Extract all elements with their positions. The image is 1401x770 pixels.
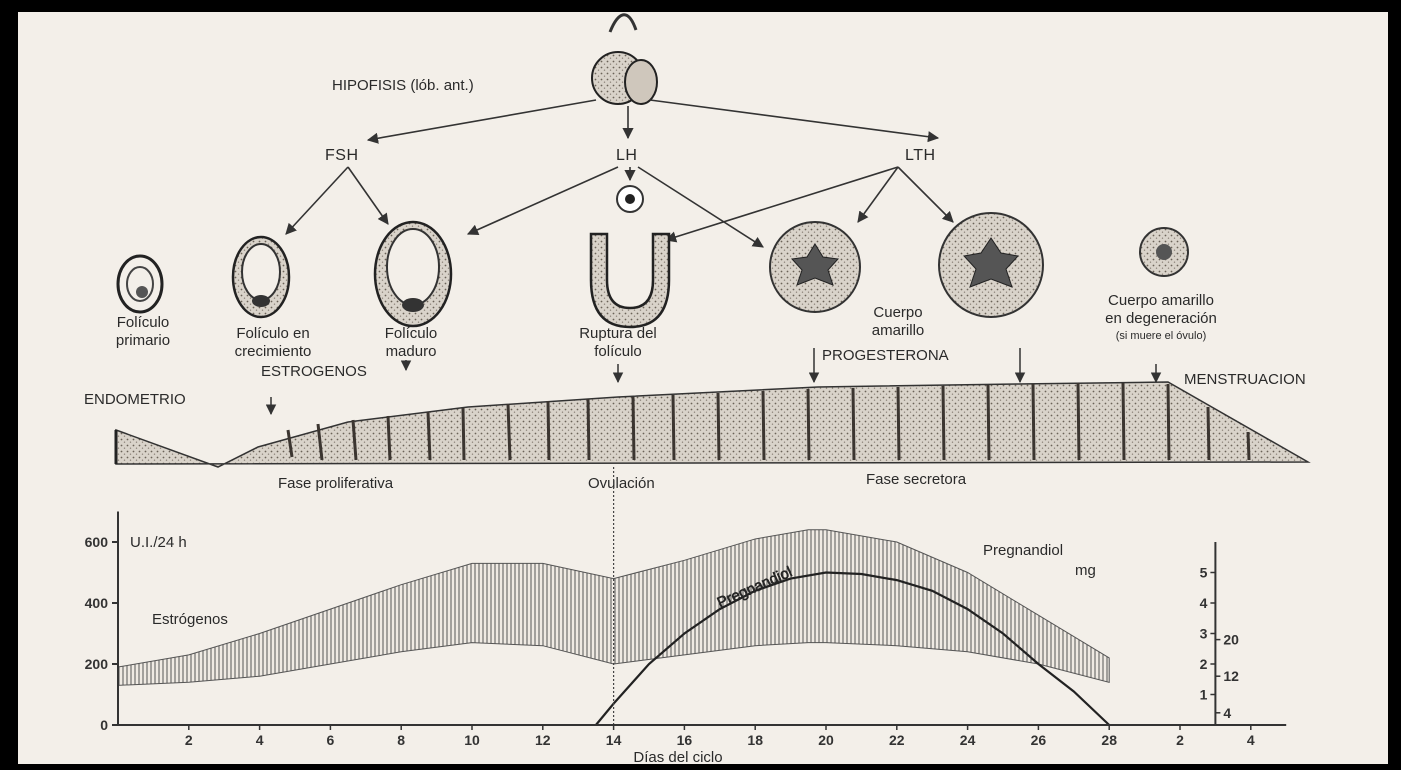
- stage-rupture-line2: folículo: [594, 343, 642, 360]
- follicle-growing-icon: [233, 237, 289, 317]
- right-inner-tick-label: 4: [1223, 705, 1231, 721]
- left-tick-label: 0: [100, 717, 108, 733]
- x-tick-label: 12: [535, 732, 551, 748]
- right-tick-label: 4: [1200, 595, 1208, 611]
- hypophysis-icon: [592, 15, 657, 104]
- x-tick-label: 18: [747, 732, 763, 748]
- hypophysis-arrows: [286, 100, 953, 247]
- left-axis-unit: U.I./24 h: [130, 534, 187, 551]
- x-tick-label: 20: [818, 732, 834, 748]
- stage-degeneration-line2: en degeneración: [1105, 310, 1217, 327]
- endometrium-band: [116, 382, 1308, 467]
- corpus-luteum-degenerating-icon: [1140, 228, 1188, 276]
- right-tick-label: 5: [1200, 565, 1208, 581]
- right-axis-title-line2: mg: [1075, 562, 1096, 579]
- hypophysis-label: HIPOFISIS (lób. ant.): [332, 77, 474, 94]
- stage-mature-line1: Folículo: [385, 325, 438, 342]
- x-axis-title: Días del ciclo: [633, 749, 722, 764]
- estrogens-series-label: Estrógenos: [152, 611, 228, 628]
- x-tick-label: 16: [677, 732, 693, 748]
- follicle-mature-icon: [375, 222, 451, 326]
- hormone-fsh: FSH: [325, 147, 359, 164]
- left-tick-label: 400: [85, 595, 109, 611]
- right-tick-label: 3: [1200, 626, 1208, 642]
- stage-degeneration-line3: (si muere el óvulo): [1116, 330, 1206, 342]
- progesterone-label: PROGESTERONA: [822, 347, 949, 364]
- x-tick-label: 2: [1176, 732, 1184, 748]
- stage-growing-line2: crecimiento: [235, 343, 312, 360]
- hormone-lth: LTH: [905, 147, 936, 164]
- corpus-luteum-large-icon: [939, 213, 1043, 317]
- right-inner-tick-label: 12: [1223, 668, 1239, 684]
- x-tick-label: 6: [327, 732, 335, 748]
- phase-proliferative-label: Fase proliferativa: [278, 475, 394, 492]
- left-tick-label: 600: [85, 534, 109, 550]
- right-inner-tick-label: 20: [1223, 632, 1239, 648]
- x-tick-label: 24: [960, 732, 976, 748]
- stage-luteum-line2: amarillo: [872, 322, 925, 339]
- menstruation-label: MENSTRUACION: [1184, 371, 1306, 388]
- phase-ovulation-label: Ovulación: [588, 475, 655, 492]
- right-axis-title-line1: Pregnandiol: [983, 542, 1063, 559]
- menstrual-cycle-diagram: HIPOFISIS (lób. ant.) FSH LH LTH: [18, 12, 1388, 764]
- endometrium-label: ENDOMETRIO: [84, 391, 186, 408]
- corpus-luteum-small-icon: [770, 222, 860, 312]
- x-tick-label: 22: [889, 732, 905, 748]
- hormone-lh: LH: [616, 147, 637, 164]
- x-tick-label: 8: [397, 732, 405, 748]
- stage-primary-line1: Folículo: [117, 314, 170, 331]
- phase-secretory-label: Fase secretora: [866, 471, 967, 488]
- left-tick-label: 200: [85, 656, 109, 672]
- stage-rupture-line1: Ruptura del: [579, 325, 657, 342]
- stage-mature-line2: maduro: [386, 343, 437, 360]
- x-tick-label: 28: [1101, 732, 1117, 748]
- follicle-primary-icon: [118, 256, 162, 312]
- stage-degeneration-line1: Cuerpo amarillo: [1108, 292, 1214, 309]
- x-tick-label: 10: [464, 732, 480, 748]
- right-tick-label: 1: [1200, 687, 1208, 703]
- x-tick-label: 4: [1247, 732, 1255, 748]
- stage-primary-line2: primario: [116, 332, 170, 349]
- ovum-icon: [617, 186, 643, 212]
- x-tick-label: 26: [1031, 732, 1047, 748]
- right-tick-label: 2: [1200, 656, 1208, 672]
- x-tick-label: 4: [256, 732, 264, 748]
- stage-luteum-line1: Cuerpo: [873, 304, 922, 321]
- diagram-frame: HIPOFISIS (lób. ant.) FSH LH LTH: [18, 12, 1388, 764]
- x-tick-label: 2: [185, 732, 193, 748]
- stage-growing-line1: Folículo en: [236, 325, 309, 342]
- follicle-rupture-icon: [591, 234, 669, 327]
- x-tick-label: 14: [606, 732, 622, 748]
- estrogens-label: ESTROGENOS: [261, 363, 367, 380]
